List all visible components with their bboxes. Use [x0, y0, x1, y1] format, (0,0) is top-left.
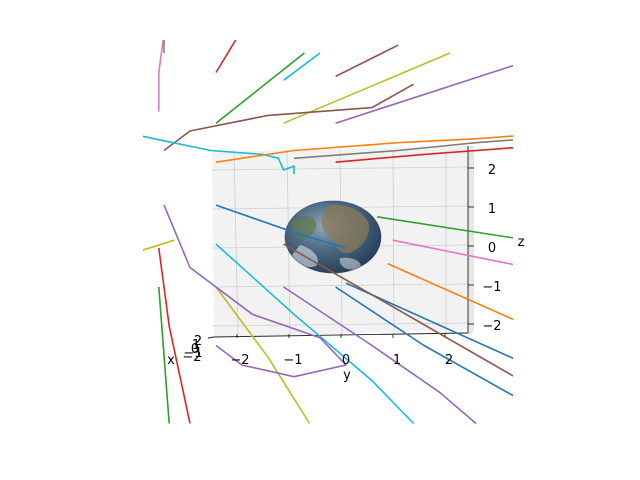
streamline-4 — [335, 44, 399, 78]
streamline-3 — [215, 52, 305, 124]
streamline-8 — [163, 83, 414, 152]
y-tick-label: 0 — [342, 353, 350, 368]
streamline-26 — [158, 286, 170, 424]
streamline-14 — [392, 239, 513, 266]
z-tick-label: −2 — [482, 319, 501, 334]
streamline-22 — [215, 286, 311, 424]
streamline-2 — [283, 52, 321, 81]
z-tick-label: 1 — [488, 202, 496, 217]
z-tick-label: 0 — [488, 241, 496, 256]
x-axis-label: x — [167, 353, 175, 368]
y-tick-label: −1 — [283, 353, 302, 368]
streamline-21 — [283, 286, 477, 425]
streamline-9 — [143, 135, 295, 174]
streamline-25 — [158, 247, 191, 424]
streamlines — [143, 40, 513, 425]
streamline-20 — [215, 243, 415, 425]
x-tick-label: −2 — [182, 350, 201, 365]
streamline-7 — [158, 40, 164, 112]
streamline-18 — [283, 243, 513, 377]
streamline-10 — [215, 135, 513, 163]
streamline-19 — [335, 286, 513, 397]
axis-frame — [207, 146, 474, 339]
streamline-15 — [215, 204, 347, 249]
streamline-16 — [387, 262, 513, 321]
x-tick-labels: 2 1 0 −1 −2 — [182, 334, 202, 365]
streamline-11 — [293, 139, 513, 160]
z-tick-label: 2 — [488, 163, 496, 178]
streamline-6 — [335, 64, 513, 124]
streamline-12 — [335, 146, 513, 163]
streamline-24 — [143, 239, 175, 251]
y-tick-label: 2 — [445, 353, 453, 368]
earth-globe — [284, 200, 382, 274]
x-axis-line — [207, 336, 215, 339]
grid-line-vertical — [392, 149, 395, 335]
y-axis-label: y — [343, 368, 351, 383]
z-tick-labels: 2 1 0 −1 −2 — [482, 163, 501, 334]
y-tick-label: 1 — [393, 353, 401, 368]
grid-line-horizontal — [211, 166, 469, 171]
z-tick-label: −1 — [482, 280, 501, 295]
y-tick-label: −2 — [230, 353, 249, 368]
streamline-23 — [163, 204, 347, 378]
x-tick-label: 0 — [191, 342, 199, 357]
grid-line-horizontal — [211, 283, 469, 288]
streamline-1 — [215, 40, 237, 73]
z-axis-label: z — [518, 235, 525, 250]
x-tick-label: −1 — [183, 346, 202, 361]
y-tick-labels: −2 −1 0 1 2 — [230, 353, 453, 368]
x-tick-label: 1 — [192, 338, 200, 353]
x-tick-label: 2 — [194, 334, 202, 349]
streamline-13 — [377, 216, 513, 239]
right-pane — [468, 146, 474, 336]
